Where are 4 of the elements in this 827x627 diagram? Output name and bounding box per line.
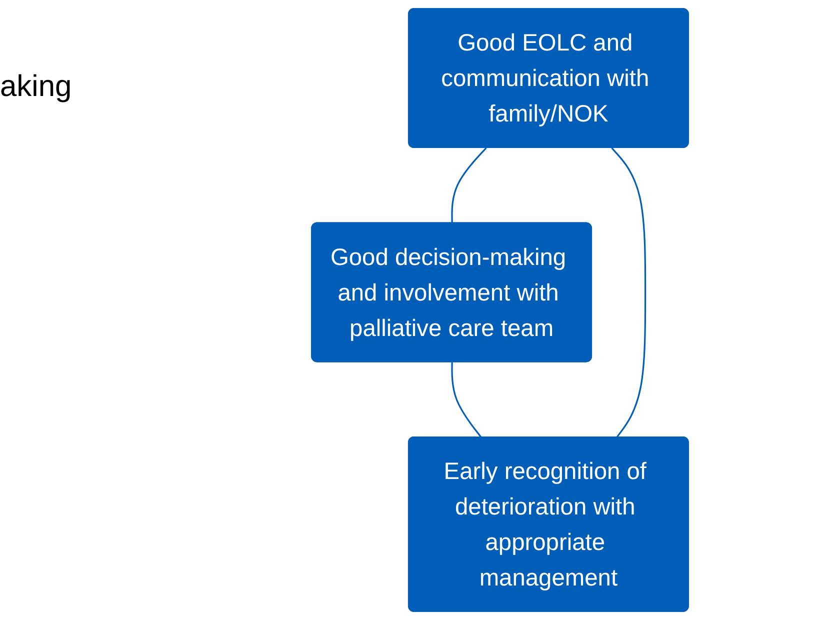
heading-fragment: aking — [0, 70, 72, 104]
connector — [451, 147, 487, 224]
connector — [611, 147, 646, 438]
connector — [451, 362, 482, 438]
